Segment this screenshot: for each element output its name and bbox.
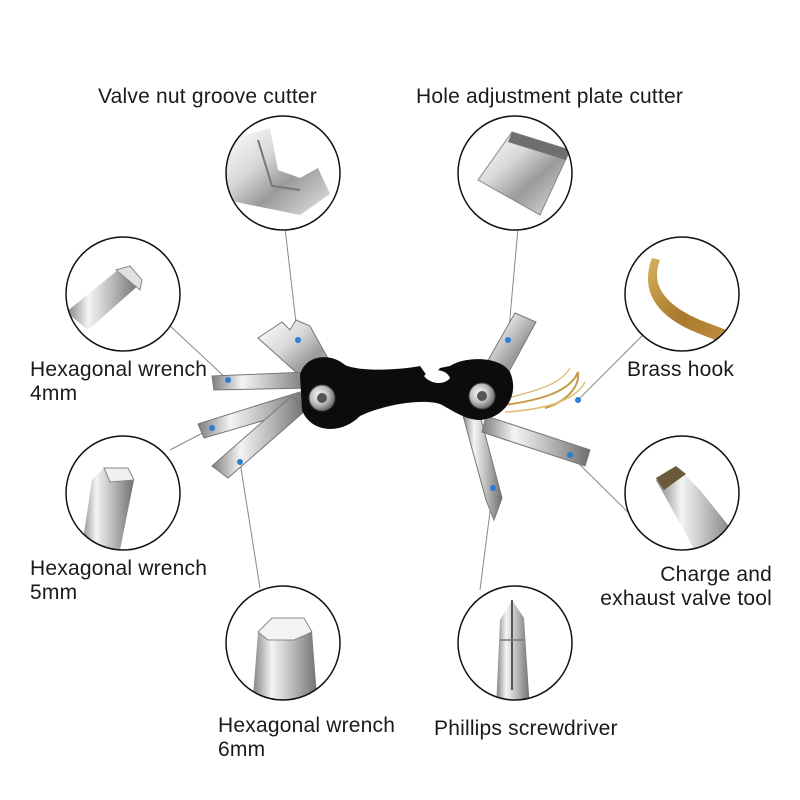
zoom-hole-plate-cutter (457, 115, 573, 231)
label-charge-valve-tool: Charge and exhaust valve tool (600, 563, 772, 610)
label-hex5-wrench: Hexagonal wrench 5mm (30, 557, 208, 604)
dot-phillips (490, 485, 496, 491)
marker-dots (209, 337, 581, 491)
brass-hook-wire (504, 371, 580, 409)
leader-lines (167, 227, 646, 591)
dot-valve-nut (295, 337, 301, 343)
dot-hex5 (209, 425, 215, 431)
bottle-opener-cutout (424, 370, 450, 383)
brass-hook-wire-2 (504, 381, 586, 413)
zoom-valve-nut-cutter (225, 115, 341, 231)
leader-hex4 (167, 323, 229, 381)
label-hole-plate-cutter: Hole adjustment plate cutter (416, 85, 684, 108)
label-brass-hook: Brass hook (627, 358, 735, 381)
zoom-hex6-wrench (225, 585, 341, 701)
charge-valve-blade (481, 415, 591, 467)
zoom-charge-valve-tool (624, 435, 740, 551)
multitool (197, 312, 591, 522)
leader-brass (577, 332, 646, 401)
dot-hole-plate (505, 337, 511, 343)
leader-hole-plate (507, 227, 519, 341)
dot-charge (567, 452, 573, 458)
label-phillips-screwdriver: Phillips screwdriver (434, 717, 618, 740)
dot-hex6 (237, 459, 243, 465)
zoom-brass-hook (624, 236, 740, 352)
zoom-hex4-wrench (65, 236, 181, 352)
label-hex6-wrench: Hexagonal wrench 6mm (218, 714, 396, 761)
dot-hex4 (225, 377, 231, 383)
zoom-phillips-screwdriver (457, 585, 573, 701)
leader-hex6 (239, 461, 261, 589)
multitool-body (300, 357, 514, 429)
label-valve-nut-cutter: Valve nut groove cutter (98, 85, 317, 108)
dot-brass (575, 397, 581, 403)
brass-hook-wire-3 (507, 367, 571, 399)
zoom-hex5-wrench (65, 435, 181, 551)
label-hex4-wrench: Hexagonal wrench 4mm (30, 358, 208, 405)
